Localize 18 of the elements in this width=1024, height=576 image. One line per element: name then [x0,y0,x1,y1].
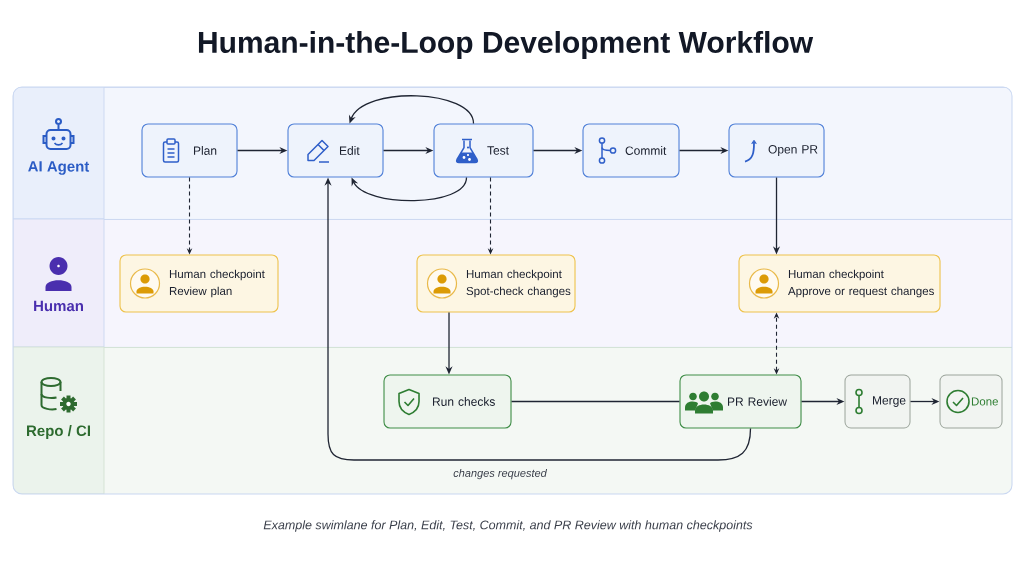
edge-label: changes requested [451,467,549,481]
caption: Example swimlane for Plan, Edit, Test, Commit, and PR Review with human checkpoints [263,520,753,532]
process-box: Done [939,374,1003,429]
process-box: Plan [141,123,238,178]
title: Human-in-the-Loop Development Workflow [198,31,814,59]
lane-header: Repo / CI [13,346,105,494]
checkpoint-box: Human checkpoint Spot-check changes [416,254,576,313]
checkpoint-box: Human checkpoint Approve or request changes [738,254,941,313]
process-box: Edit [287,123,384,178]
process-box: Test [433,123,534,178]
process-box: Run checks [383,374,512,429]
process-box: Open PR [728,123,825,178]
lane-header: Human [13,218,105,348]
checkpoint-box: Human checkpoint Review plan [119,254,279,313]
process-box: Merge [844,374,911,429]
process-box: PR Review [679,374,802,429]
lane-header: AI Agent [13,87,105,220]
process-box: Commit [582,123,680,178]
